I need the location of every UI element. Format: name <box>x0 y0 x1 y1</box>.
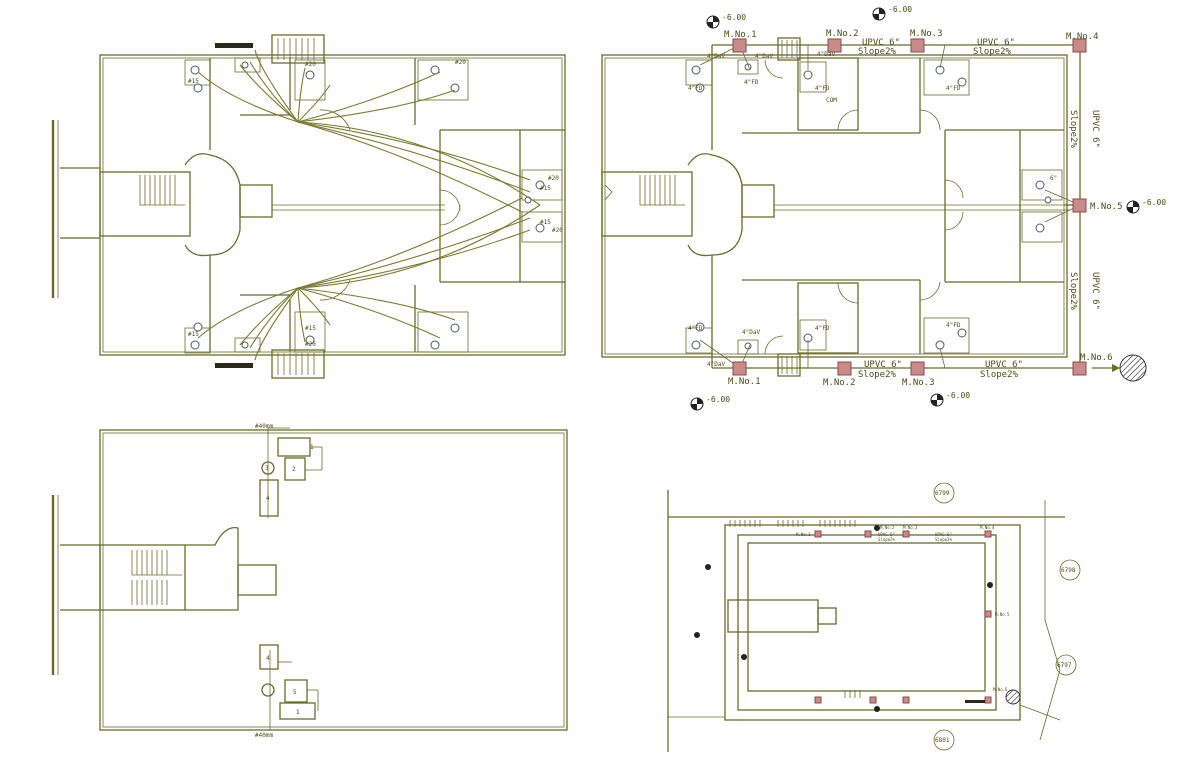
pipe-note: #40mm <box>255 423 273 430</box>
riser-label: #15 <box>188 331 199 338</box>
manhole-1-bottom <box>732 361 747 376</box>
fitting-label: 4"DaV <box>742 329 760 336</box>
mini-label: Slope2% <box>935 537 952 542</box>
roof-tank-plan: 1 2 3 4 #40mm 4 5 1 #40mm <box>51 423 568 739</box>
tank-label: 1 <box>296 709 300 716</box>
mini-label: UPVC 6" <box>935 532 952 537</box>
fitting-label: 4"FD <box>815 325 830 332</box>
level-label: -6.00 <box>722 13 746 22</box>
site-plan: 6799 6798 6797 6801 M.No.1 M.No.2 M.No.3… <box>667 482 1081 752</box>
riser-label: #20 <box>552 227 563 234</box>
tank-label: 5 <box>293 689 297 696</box>
fitting-label: 4"FD <box>946 85 961 92</box>
riser-label: #20 <box>455 59 466 66</box>
manhole-label: M.No.6 <box>1080 353 1113 363</box>
tank-label: 3 <box>265 465 269 472</box>
manhole-2-top <box>827 38 842 53</box>
mini-label: UPVC 6" <box>878 532 895 537</box>
manhole-4-top <box>1072 38 1087 53</box>
manhole-3-top <box>910 38 925 53</box>
riser-label: #15 <box>188 78 199 85</box>
mini-label: M.No.1 <box>796 532 811 537</box>
pipe-slope-label: Slope2% <box>1068 272 1078 311</box>
manhole-3-bottom <box>910 361 925 376</box>
fitting-label: 4"DaV <box>707 53 725 60</box>
pipe-label: UPVC 6" <box>1090 110 1100 148</box>
level-label: -6.00 <box>706 395 730 404</box>
mini-label: M.No.6 <box>993 687 1008 692</box>
fitting-label: 4"FD <box>744 79 759 86</box>
fitting-label: 4"FD <box>688 325 703 332</box>
tank-label: 4 <box>266 495 270 502</box>
fitting-label: 4"FD <box>688 85 703 92</box>
pipe-slope-label: Slope2% <box>1068 110 1078 149</box>
pipe-slope-label: Slope2% <box>858 370 897 380</box>
disposal-pit-icon <box>1119 354 1147 382</box>
manhole-label: M.No.3 <box>910 29 943 39</box>
level-marker-icon <box>690 7 1140 411</box>
water-supply-floor-plan: #20 #20 #15 #20 #15 #20 #15 #20 #15 #15 <box>51 34 566 379</box>
fitting-label: 4"DaV <box>817 51 835 58</box>
fitting-label: 4"FD <box>815 85 830 92</box>
manhole-label: M.No.2 <box>826 29 859 39</box>
manhole-label: M.No.3 <box>902 378 935 388</box>
fitting-label: 4"FD <box>946 322 961 329</box>
manhole-5 <box>1072 198 1087 213</box>
riser-label: #15 <box>540 219 551 226</box>
mini-label: M.No.2 <box>880 525 895 530</box>
manhole-label: M.No.2 <box>823 378 856 388</box>
tank-label: 2 <box>292 466 296 473</box>
pipe-label: UPVC 6" <box>977 38 1015 48</box>
plot-number: 6801 <box>935 737 950 744</box>
plot-number: 6799 <box>935 490 950 497</box>
fitting-label: 6" <box>1050 175 1057 182</box>
fitting-label: 4"DaV <box>755 53 773 60</box>
pipe-slope-label: Slope2% <box>980 370 1019 380</box>
pipe-note: #40mm <box>255 732 273 739</box>
fitting-label: COM <box>826 97 837 104</box>
level-label: -6.00 <box>946 391 970 400</box>
manhole-6 <box>1072 361 1087 376</box>
riser-label: #15 <box>540 185 551 192</box>
manhole-label: M.No.4 <box>1066 32 1099 42</box>
tank-label: 1 <box>310 444 314 451</box>
pipe-slope-label: Slope2% <box>973 47 1012 57</box>
manhole-1-top <box>732 38 747 53</box>
plot-number: 6797 <box>1057 662 1072 669</box>
level-label: -6.00 <box>888 5 912 14</box>
fitting-label: 4"DaV <box>707 361 725 368</box>
drainage-floor-plan: -6.00 -6.00 -6.00 -6.00 -6.00 M.No.1 M.N… <box>601 5 1166 411</box>
pipe-label: UPVC 6" <box>1090 272 1100 310</box>
manhole-label: M.No.1 <box>724 30 757 40</box>
mini-label: M.No.3 <box>903 525 918 530</box>
manhole-2-bottom <box>837 361 852 376</box>
mini-label: M.No.4 <box>980 525 995 530</box>
tank-label: 4 <box>266 655 270 662</box>
pipe-slope-label: Slope2% <box>858 47 897 57</box>
mini-label: Slope2% <box>878 537 895 542</box>
riser-label: #20 <box>305 61 316 68</box>
level-label: -6.00 <box>1142 198 1166 207</box>
pipe-label: UPVC 6" <box>864 360 902 370</box>
riser-label: #20 <box>548 175 559 182</box>
manhole-label: M.No.1 <box>728 377 761 387</box>
plot-number: 6798 <box>1061 567 1076 574</box>
pipe-label: UPVC 6" <box>862 38 900 48</box>
riser-label: #20 <box>305 341 316 348</box>
manhole-label: M.No.5 <box>1090 202 1123 212</box>
mini-label: M.No.5 <box>995 612 1010 617</box>
riser-label: #15 <box>305 325 316 332</box>
pipe-label: UPVC 6" <box>985 360 1023 370</box>
